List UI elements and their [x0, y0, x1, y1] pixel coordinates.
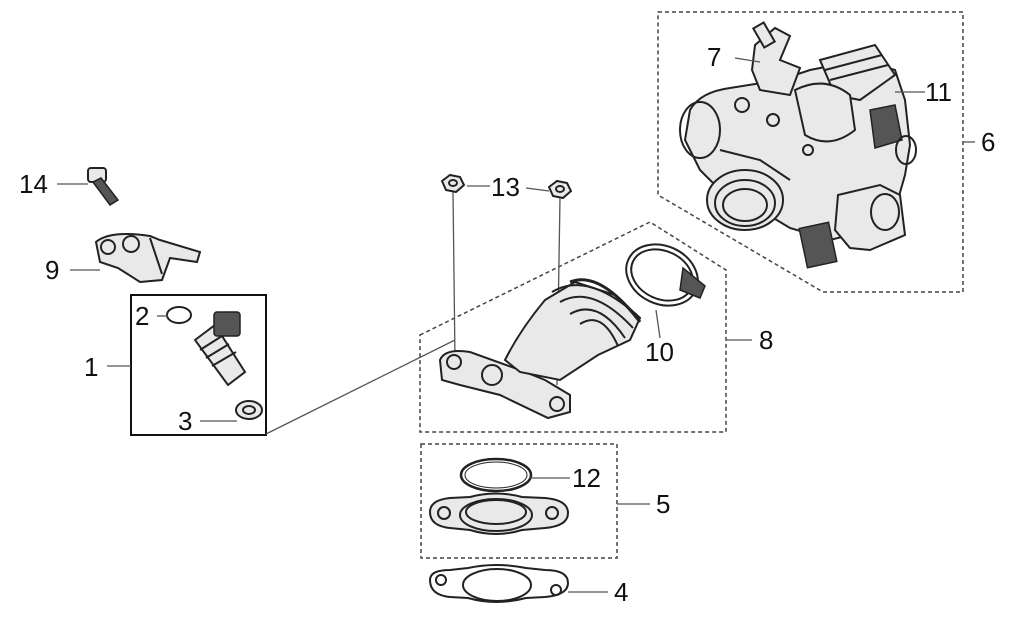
callout-9: 9: [45, 255, 59, 285]
callout-7: 7: [707, 42, 721, 72]
callout-5: 5: [656, 489, 670, 519]
callout-12: 12: [572, 463, 601, 493]
insulator-group-box: [420, 443, 618, 559]
callout-13: 13: [491, 172, 520, 202]
injector-holder-part: [94, 233, 202, 284]
intake-manifold-group-box: [419, 221, 727, 433]
throttle-body-part: [679, 21, 917, 269]
nut-part-left: [440, 173, 466, 194]
bolt-part: [87, 167, 120, 207]
callout-3: 3: [178, 406, 192, 436]
callout-11: 11: [925, 77, 952, 107]
clamp-part: [625, 243, 706, 307]
seal-part: [235, 400, 263, 420]
callout-6: 6: [981, 127, 995, 157]
intake-manifold-part: [438, 278, 642, 420]
throttle-body-group-box: [657, 11, 964, 293]
gasket-ring-part: [459, 457, 533, 493]
insulator-part: [428, 492, 570, 535]
callout-1: 1: [84, 352, 98, 382]
nut-part-right: [547, 179, 573, 200]
callout-14: 14: [19, 169, 48, 199]
callout-2: 2: [135, 301, 149, 331]
callout-4: 4: [614, 577, 628, 607]
callout-8: 8: [759, 325, 773, 355]
callout-10: 10: [645, 337, 674, 367]
injector-group-box: [130, 294, 267, 436]
o-ring-part: [166, 306, 192, 324]
fuel-injector-part: [193, 311, 247, 387]
gasket-part: [428, 564, 570, 603]
